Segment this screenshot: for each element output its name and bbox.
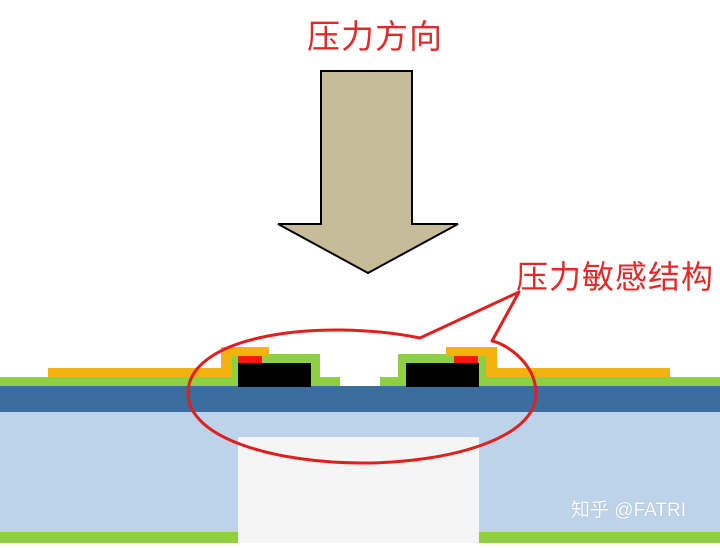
resistor-block-right — [406, 363, 479, 387]
electrode-right-vertical — [486, 347, 497, 377]
pressure-arrow — [277, 70, 459, 275]
membrane-layer — [0, 386, 720, 412]
electrode-left-flat — [48, 368, 232, 377]
callout-bubble — [186, 290, 538, 465]
resistor-block-left — [238, 363, 311, 387]
pressure-direction-label: 压力方向 — [307, 17, 443, 56]
electrode-right-raised — [446, 347, 497, 356]
contact-left — [238, 356, 262, 363]
contact-right — [454, 356, 478, 363]
electrode-left-vertical — [221, 347, 232, 377]
electrode-left-raised — [221, 347, 269, 356]
watermark: 知乎 @FATRI — [571, 500, 686, 521]
electrode-right-flat — [486, 368, 670, 377]
bottom-green-left — [0, 532, 238, 543]
bottom-green-right — [479, 532, 720, 543]
sensitive-structure-label: 压力敏感结构 — [516, 258, 715, 296]
